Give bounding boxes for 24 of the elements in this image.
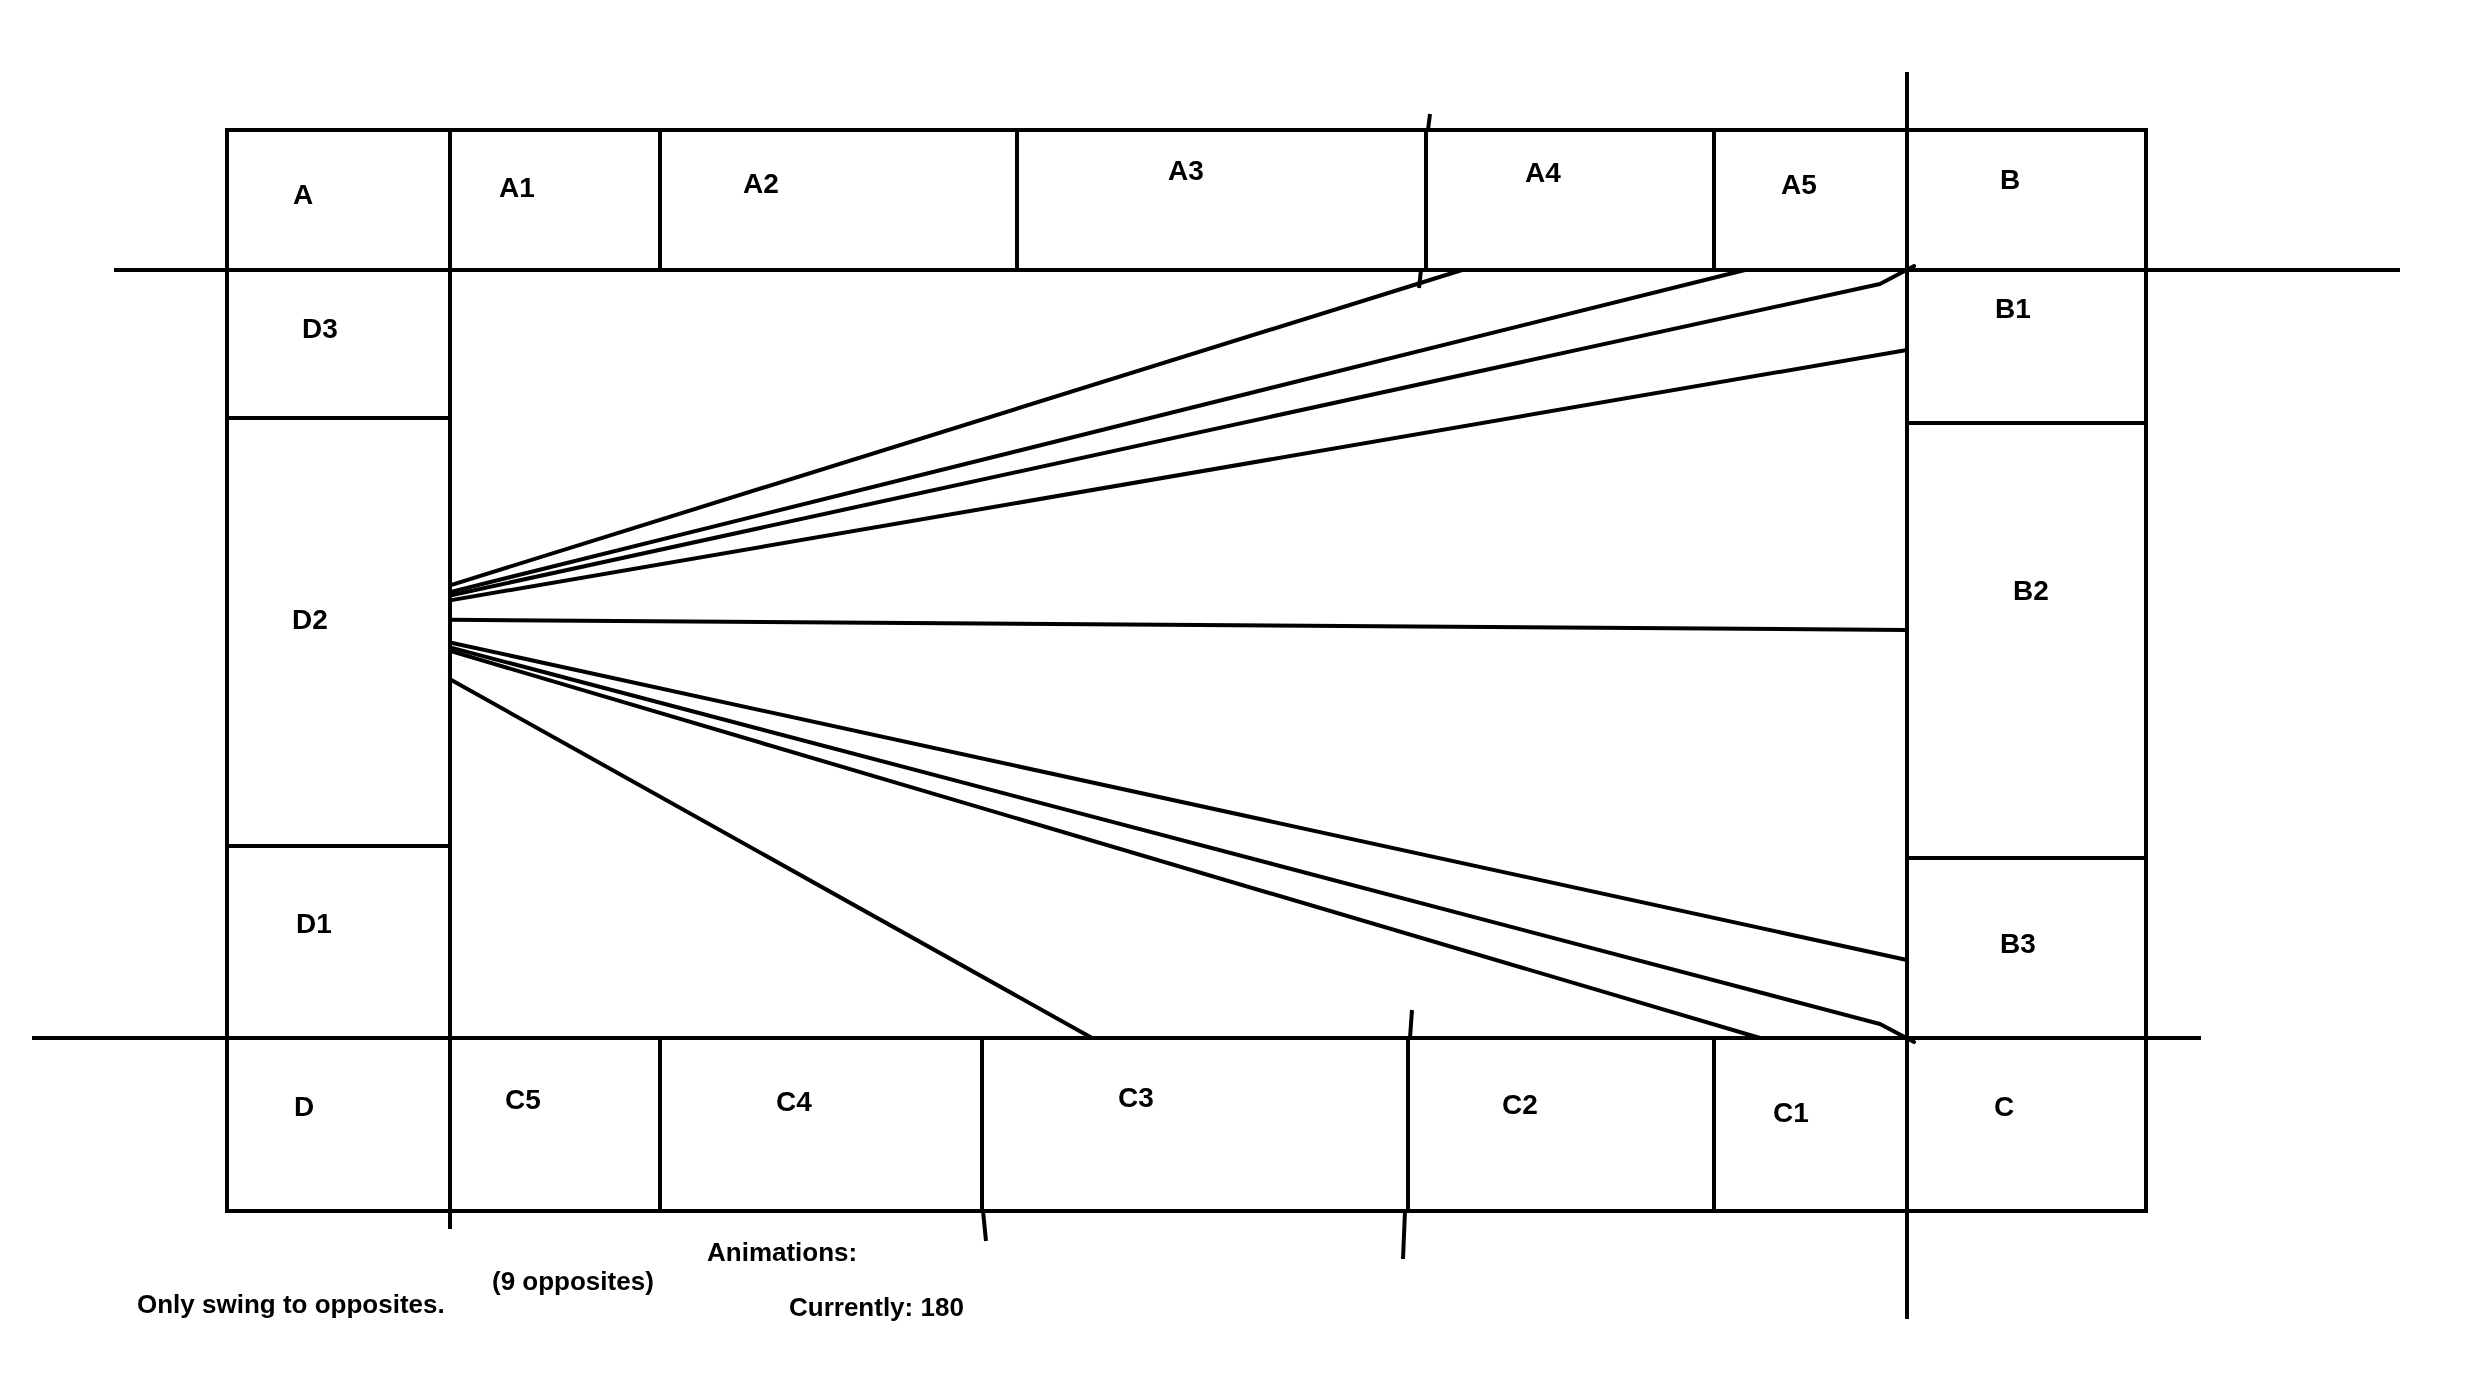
cell-label: B: [1999, 164, 2021, 196]
note-text: Animations:: [707, 1238, 858, 1268]
cell-label: D3: [302, 313, 338, 345]
cell-label: A3: [1168, 155, 1204, 187]
cell-label: D1: [296, 908, 332, 940]
note-text: (9 opposites): [492, 1267, 654, 1297]
cell-label: A4: [1525, 157, 1561, 189]
cell-label: B3: [2000, 928, 2036, 960]
cell-label: A1: [499, 172, 535, 204]
cell-label: A: [292, 179, 314, 211]
cell-label: D: [293, 1091, 315, 1123]
cell-label: B1: [1995, 293, 2031, 325]
cell-label: A2: [743, 168, 779, 200]
cell-label: B2: [2013, 575, 2049, 607]
cell-label: C: [1993, 1091, 2015, 1123]
cell-label: D2: [292, 604, 328, 636]
cell-label: C2: [1502, 1089, 1538, 1121]
cell-label: C4: [776, 1086, 812, 1118]
cell-label: C5: [505, 1084, 541, 1116]
note-text: Only swing to opposites.: [137, 1290, 445, 1320]
cell-label: A5: [1781, 169, 1817, 201]
note-text: Currently: 180: [789, 1293, 964, 1323]
cell-label: C3: [1118, 1082, 1154, 1114]
cell-label: C1: [1773, 1097, 1809, 1129]
